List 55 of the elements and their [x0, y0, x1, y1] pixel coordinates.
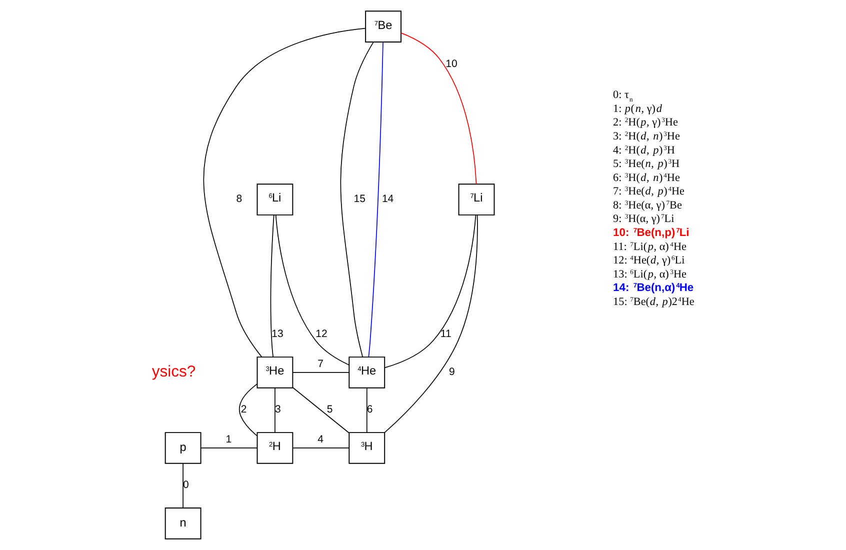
connector: [202, 28, 366, 358]
node-box: $^{7}$Be: [364, 10, 401, 42]
connector: [274, 388, 275, 433]
connector: [238, 384, 258, 436]
node-box: $^{6}$Li: [256, 184, 293, 216]
label: 11: $^{7}$Li(p, α)$^{4}$He: [612, 240, 686, 253]
node-box: n: [164, 508, 201, 540]
label: 4: $^{2}$H(d, p)$^{3}$H: [612, 144, 674, 156]
label: 13: $^{6}$Li(p, α)$^{3}$He: [612, 268, 686, 280]
edge-label: 7: [317, 358, 323, 370]
edge-label: 15: [353, 193, 365, 205]
edge-label: 10: [445, 58, 457, 70]
label: 10: $^{7}$Be(n,p)$^{7}$Li: [612, 227, 689, 240]
connector: [182, 463, 183, 508]
node-box: p: [164, 432, 201, 464]
label: 14: $^{7}$Be(n,α)$^{4}$He: [612, 282, 694, 294]
label: 8: $^{3}$He(α, γ)$^{7}$Be: [612, 199, 682, 212]
node-box: $^{7}$Li: [458, 184, 494, 216]
label: 1: p(n, γ)d: [612, 102, 662, 115]
edge-label: 8: [236, 193, 242, 205]
connector: [274, 214, 350, 366]
edge-label: 12: [315, 328, 327, 340]
connector: [292, 387, 349, 434]
connector: [400, 32, 476, 184]
connector: [292, 372, 349, 373]
node-box: $^{3}$H: [348, 432, 385, 464]
edge-label: 2: [240, 404, 246, 416]
connector: [340, 42, 374, 358]
label: 3: $^{2}$H(d, n)$^{3}$He: [612, 130, 680, 142]
node-box: $^{4}$He: [348, 356, 385, 388]
edge-label: 5: [326, 404, 332, 416]
edge-label: 11: [440, 328, 451, 340]
edge-label: 9: [448, 366, 454, 378]
edge-label: 3: [274, 404, 280, 416]
label: 2: $^{2}$H(p, γ)$^{3}$He: [612, 116, 678, 129]
edge-label: 4: [317, 434, 323, 446]
label: 6: $^{3}$H(d, n)$^{4}$He: [612, 172, 680, 184]
label: 9: $^{3}$H(α, γ)$^{7}$Li: [612, 213, 674, 226]
edge-label: 1: [225, 434, 232, 446]
edge-label: 14: [381, 193, 394, 205]
edge-label: 6: [366, 404, 372, 416]
node-box: $^{3}$He: [256, 356, 293, 388]
label: 0: τ$_{n}$: [612, 89, 632, 104]
label: ysics?: [151, 364, 196, 381]
label: 15: $^{7}$Be(d, p)2$^{4}$He: [612, 296, 694, 308]
node-box: $^{2}$H: [256, 432, 293, 464]
connector: [368, 42, 383, 358]
connector: [270, 214, 274, 358]
edge-label: 13: [271, 328, 283, 340]
label: 5: $^{3}$He(n, p)$^{3}$H: [612, 158, 680, 170]
connector: [366, 388, 367, 433]
label: 7: $^{3}$He(d, p)$^{4}$He: [612, 186, 684, 198]
connector: [384, 214, 478, 433]
connector: [384, 214, 476, 368]
label: 12: $^{4}$He(d, γ)$^{6}$Li: [612, 254, 684, 267]
